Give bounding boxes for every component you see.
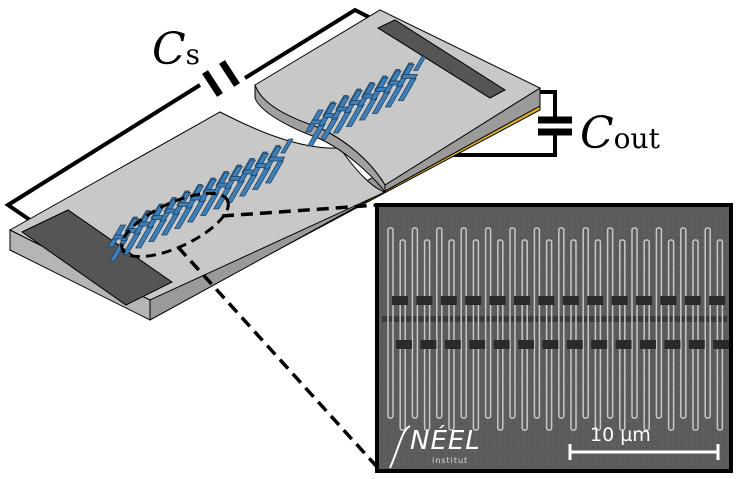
chip-step-edge [254, 84, 386, 194]
sem-bar [606, 227, 614, 419]
sem-junction [684, 296, 701, 305]
sem-junction [566, 340, 583, 349]
sem-junction [416, 296, 433, 305]
sem-bar [643, 239, 650, 431]
right-contact-pad [376, 19, 506, 99]
sem-bar [423, 239, 431, 431]
sem-center-line [382, 316, 727, 322]
sem-junction [489, 296, 506, 305]
sem-junction [713, 340, 730, 349]
sem-bar [716, 239, 724, 431]
sem-inset [375, 203, 733, 473]
sem-bar [484, 227, 492, 419]
sem-bar [411, 227, 419, 419]
sem-junction [664, 340, 681, 349]
sem-junction [538, 296, 555, 305]
sem-bar [387, 227, 394, 419]
sem-bar [570, 239, 577, 431]
cout-wire-bottom [440, 132, 557, 157]
sem-bar [631, 227, 638, 419]
sem-junction [392, 296, 408, 305]
sem-bar [582, 227, 589, 419]
junction-element [267, 156, 286, 162]
neel-logo-subtext: institut [432, 456, 469, 465]
sem-structure [382, 227, 730, 431]
sem-bar [692, 239, 699, 431]
sem-bar [545, 239, 553, 431]
neel-logo-text: NÉEL [410, 426, 481, 456]
cout-label: Cout [580, 108, 660, 159]
zoom-region-marker [120, 191, 230, 259]
zoom-line-top [221, 203, 379, 218]
junction-array-right [304, 56, 427, 147]
sem-bar [655, 227, 663, 419]
sem-bar [533, 227, 541, 419]
sem-bar [472, 239, 480, 431]
sem-junction [591, 340, 608, 349]
sem-bar [509, 227, 516, 419]
junction-element [400, 74, 419, 79]
sem-junction [640, 340, 656, 349]
sem-bar [460, 227, 467, 419]
sem-junction [444, 340, 461, 349]
sem-junction [636, 296, 652, 305]
sem-junction [514, 296, 530, 305]
sem-junction [611, 296, 628, 305]
sem-junction [420, 340, 437, 349]
sem-bar [594, 239, 602, 431]
sem-bar [680, 227, 687, 419]
zoom-line-bottom [176, 245, 380, 470]
sem-junction [542, 340, 559, 349]
sem-bar [521, 239, 528, 431]
junction-element [413, 56, 427, 71]
sem-bar [704, 227, 711, 419]
sem-junction [660, 296, 677, 305]
capacitor-cs [202, 60, 240, 97]
sem-bar [667, 239, 675, 431]
sem-junction [469, 340, 486, 349]
sem-junction [518, 340, 534, 349]
sem-bar [448, 239, 455, 431]
capacitor-cout [538, 116, 572, 136]
sem-bar [497, 239, 504, 431]
sem-bar [558, 227, 565, 419]
left-contact-pad [21, 209, 173, 306]
sem-junction [396, 340, 412, 349]
cs-label: Cs [152, 24, 201, 75]
sem-junction [465, 296, 482, 305]
sem-junction [688, 340, 705, 349]
sem-bar [436, 227, 443, 419]
sem-junction [562, 296, 579, 305]
scale-bar-label: 10 µm [590, 424, 651, 446]
junction-element [397, 78, 417, 101]
sem-bar [619, 239, 626, 431]
neel-logo-mark [389, 425, 411, 469]
sem-bar [399, 239, 406, 431]
sem-junction [493, 340, 510, 349]
junction-element [280, 138, 294, 154]
sem-junction [615, 340, 632, 349]
junction-element [264, 160, 284, 184]
cs-wire-left [4, 83, 202, 222]
sem-junction [709, 296, 726, 305]
sem-junction [587, 296, 604, 305]
sem-junction [440, 296, 457, 305]
